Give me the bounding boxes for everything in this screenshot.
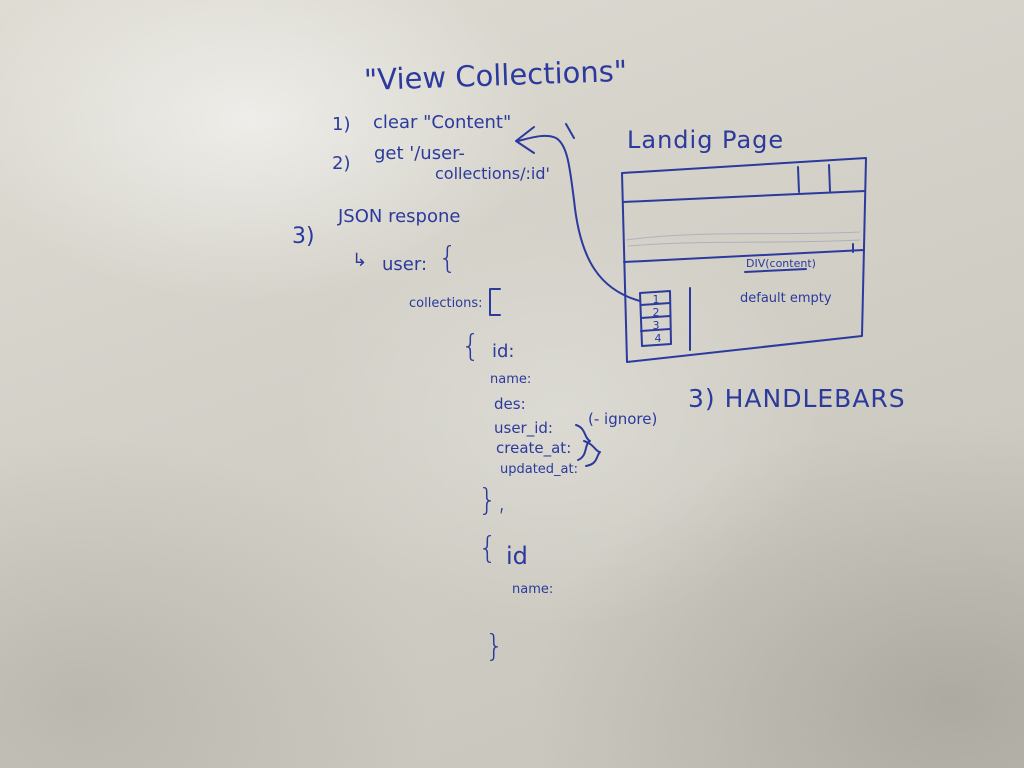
json-item2-close: }: [485, 629, 505, 664]
landing-page-content-note: default empty: [740, 291, 832, 306]
connector-arrow: [517, 134, 641, 302]
json-item1-open-brace: {: [461, 329, 481, 364]
list-number-3: 3: [652, 319, 660, 332]
json-field-create-at: create_at:: [496, 439, 572, 457]
step-2-continuation: collections/:id': [435, 164, 550, 183]
json-item2-name: name:: [512, 582, 554, 597]
step-1-text: clear "Content": [373, 112, 512, 133]
handlebars-step: 3) HANDLEBARS: [688, 384, 906, 413]
json-user-key: user:: [382, 254, 428, 275]
json-field-user-id: user_id:: [494, 419, 553, 437]
connector-stub: [565, 123, 575, 139]
json-field-name: name:: [490, 372, 532, 387]
list-number-2: 2: [652, 306, 660, 319]
json-item1-id: id:: [492, 341, 515, 362]
ignore-brace-2: [583, 440, 601, 467]
page-title: "View Collections": [363, 53, 628, 97]
step-1-number: 1): [332, 114, 351, 135]
step-3-number: 3): [292, 224, 315, 249]
banner-divider: [623, 249, 865, 263]
json-field-des: des:: [494, 395, 526, 413]
list-number-4: 4: [654, 332, 662, 345]
json-user-open-brace: {: [438, 241, 458, 276]
json-ignore-note: (- ignore): [588, 410, 658, 428]
landing-page-title: Landig Page: [627, 126, 785, 154]
ignore-brace: [575, 424, 591, 461]
json-field-updated-at: updated_at:: [500, 462, 578, 477]
step-2-text: get '/user-: [374, 143, 465, 164]
collections-bracket: [489, 288, 501, 316]
json-arrow-icon: ↳: [352, 250, 368, 271]
json-item2-open-brace: {: [478, 531, 498, 566]
list-number-1: 1: [652, 293, 660, 306]
header-button-divider-2: [828, 164, 831, 192]
json-collections-key: collections:: [409, 296, 483, 311]
step-2-number: 2): [332, 153, 351, 174]
json-item1-close: },: [478, 483, 507, 518]
header-divider: [622, 190, 866, 203]
connector-arrowhead: [515, 126, 535, 154]
step-3-text: JSON respone: [338, 206, 461, 227]
json-item2-id: id: [506, 542, 528, 570]
landing-page-content-label: DIV(content): [746, 257, 816, 270]
header-button-divider-1: [797, 166, 800, 193]
